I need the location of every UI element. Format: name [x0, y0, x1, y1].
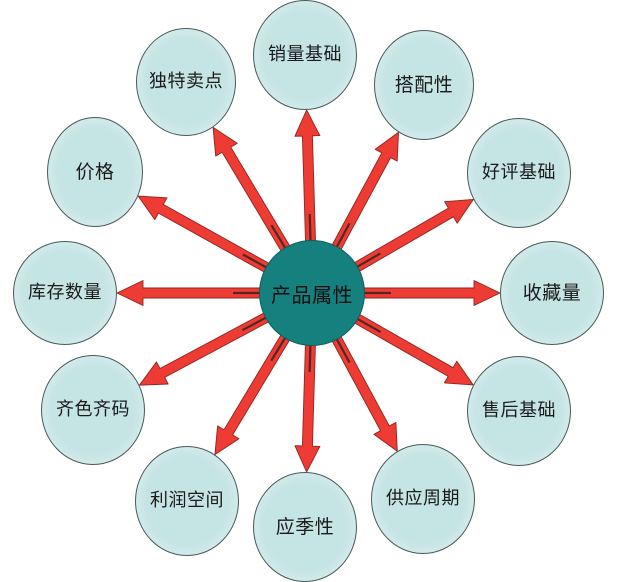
node-label-unique-selling: 独特卖点: [149, 71, 223, 92]
arrow-group: [116, 109, 501, 473]
arrow-tail-shade-seasonality: [308, 341, 312, 373]
arrow-to-favorites-count: [360, 280, 501, 306]
node-stock-quantity[interactable]: 库存数量: [13, 241, 117, 345]
center-node-label: 产品属性: [271, 282, 353, 307]
arrow-tail-shade-positive-review: [353, 252, 381, 270]
node-positive-review[interactable]: 好评基础: [467, 118, 571, 228]
node-seasonality[interactable]: 应季性: [253, 472, 357, 582]
node-label-full-color-size: 齐色齐码: [56, 399, 130, 420]
node-label-seasonality: 应季性: [275, 515, 335, 538]
node-unique-selling[interactable]: 独特卖点: [136, 28, 236, 136]
arrow-tail-shade-full-color-size: [241, 315, 270, 332]
arrow-tail-shade-profit-margin: [270, 334, 288, 362]
arrow-to-supply-cycle: [330, 333, 398, 452]
center-node-product-attributes[interactable]: 产品属性: [259, 240, 365, 346]
node-label-favorites-count: 收藏量: [522, 281, 582, 304]
arrow-to-after-sales-base: [351, 312, 474, 386]
arrow-to-stock-quantity: [116, 280, 264, 306]
node-after-sales-base[interactable]: 售后基础: [467, 356, 571, 466]
node-profit-margin[interactable]: 利润空间: [135, 446, 239, 556]
arrow-tail-shade-after-sales-base: [354, 316, 382, 334]
arrow-to-matching-ability: [330, 131, 399, 253]
arrow-to-full-color-size: [138, 311, 272, 386]
node-sales-base[interactable]: 销量基础: [253, 0, 357, 110]
node-label-matching-ability: 搭配性: [394, 73, 454, 96]
node-full-color-size[interactable]: 齐色齐码: [41, 355, 145, 465]
arrow-to-seasonality: [294, 341, 321, 473]
arrow-to-profit-margin: [214, 331, 292, 456]
node-matching-ability[interactable]: 搭配性: [374, 30, 474, 140]
node-supply-cycle[interactable]: 供应周期: [371, 444, 475, 554]
node-label-stock-quantity: 库存数量: [28, 282, 102, 303]
arrow-tail-shade-sales-base: [308, 213, 312, 245]
arrow-layer: [116, 109, 501, 473]
arrow-to-positive-review: [351, 198, 474, 274]
arrow-to-unique-selling: [212, 126, 292, 254]
node-label-price: 价格: [75, 160, 115, 183]
arrow-tail-shade-matching-ability: [334, 222, 351, 251]
radial-diagram: 销量基础独特卖点价格库存数量齐色齐码利润空间应季性 供应周期 售后基础 收藏量 好评基础…: [13, 0, 604, 582]
node-label-sales-base: 销量基础: [268, 44, 342, 65]
arrow-to-sales-base: [294, 109, 321, 245]
arrow-tail-shade-supply-cycle: [334, 335, 351, 364]
arrow-to-price: [137, 195, 273, 274]
node-label-after-sales-base: 售后基础: [482, 400, 556, 421]
node-label-profit-margin: 利润空间: [150, 490, 224, 511]
node-label-positive-review: 好评基础: [482, 162, 556, 183]
node-price[interactable]: 价格: [47, 117, 143, 227]
node-label-supply-cycle: 供应周期: [386, 488, 460, 509]
node-favorites-count[interactable]: 收藏量: [500, 241, 604, 345]
